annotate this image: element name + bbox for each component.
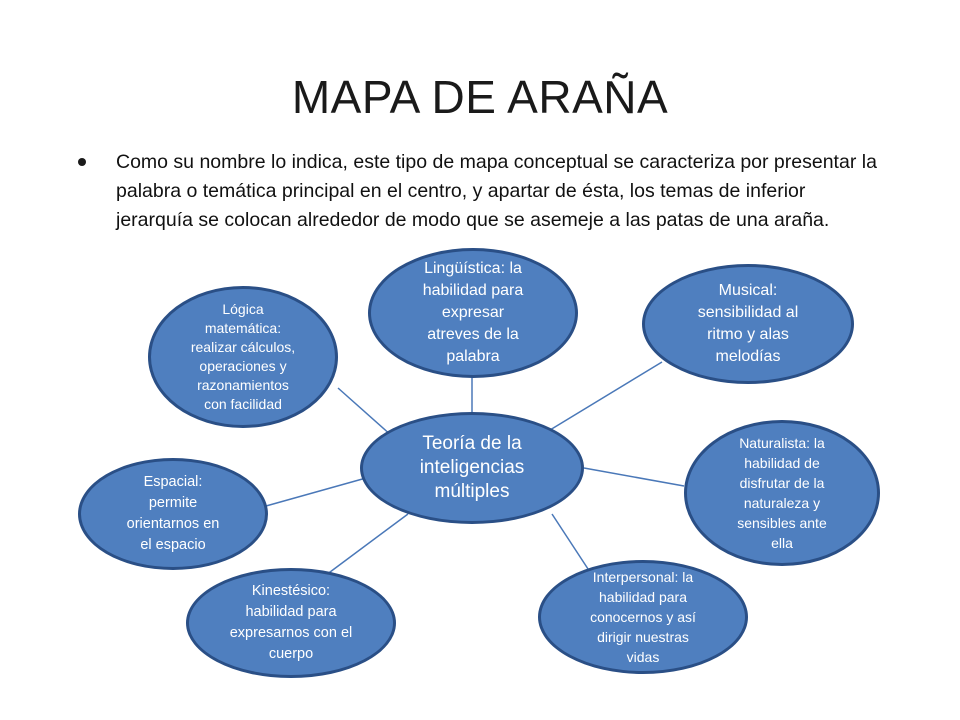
center-node-label: Teoría de la inteligencias múltiples [419,433,525,502]
center-node: Teoría de la inteligencias múltiples [360,412,584,524]
connector-interpersonal [551,513,591,573]
node-interpersonal: Interpersonal: la habilidad para conocer… [538,560,748,674]
node-espacial-label: Espacial: permite orientarnos en el espa… [126,474,220,553]
connector-kinestesico [321,513,409,579]
node-logica-label: Lógica matemática: realizar cálculos, op… [190,301,296,412]
node-logica: Lógica matemática: realizar cálculos, op… [148,286,338,428]
node-musical-label: Musical: sensibilidad al ritmo y alas me… [697,282,799,365]
connector-musical [549,361,663,431]
node-kinestesico: Kinestésico: habilidad para expresarnos … [186,568,396,678]
slide-title: MAPA DE ARAÑA [291,71,669,123]
node-musical: Musical: sensibilidad al ritmo y alas me… [642,264,854,384]
connector-logica [337,387,393,437]
node-naturalista: Naturalista: la habilidad de disfrutar d… [684,420,880,566]
node-interpersonal-label: Interpersonal: la habilidad para conocer… [590,569,696,665]
bullet-item: Como su nombre lo indica, este tipo de m… [78,148,878,235]
connector-espacial [265,477,367,507]
node-linguistica-label: Lingüística: la habilidad para expresar … [422,260,524,365]
bullet-text: Como su nombre lo indica, este tipo de m… [116,151,877,231]
bullet-dot-icon [78,158,86,166]
node-espacial: Espacial: permite orientarnos en el espa… [78,458,268,570]
node-kinestesico-label: Kinestésico: habilidad para expresarnos … [229,583,353,662]
node-linguistica: Lingüística: la habilidad para expresar … [368,248,578,378]
connector-naturalista [583,467,685,487]
node-naturalista-label: Naturalista: la habilidad de disfrutar d… [737,435,827,551]
